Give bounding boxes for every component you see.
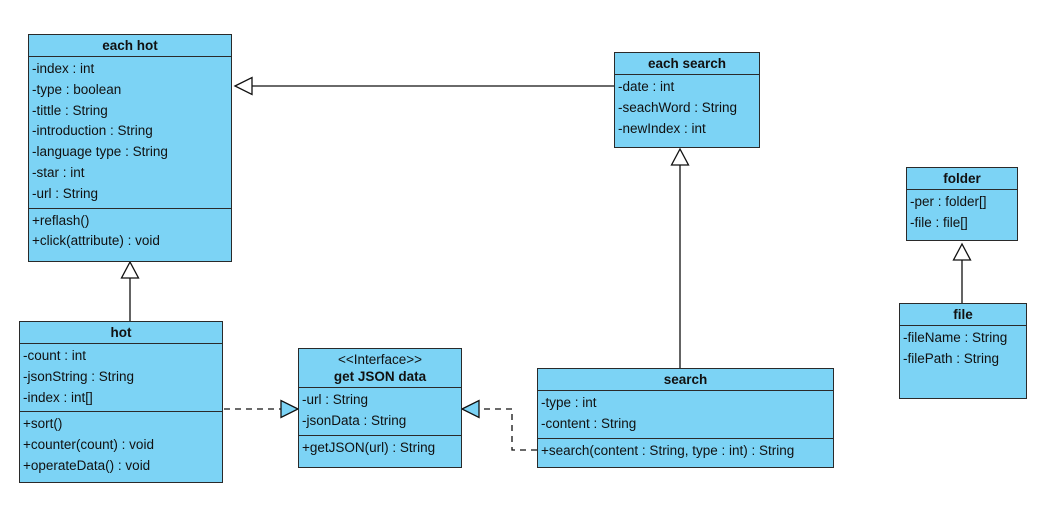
stereotype-label: <<Interface>> bbox=[337, 352, 423, 367]
operation: +sort() bbox=[23, 416, 63, 432]
class-name: file bbox=[900, 304, 1026, 326]
attribute: -jsonData : String bbox=[302, 412, 407, 428]
class-each-search[interactable]: each search -date : int -seachWord : Str… bbox=[614, 52, 760, 148]
operations-section: +getJSON(url) : String bbox=[299, 436, 461, 462]
attribute: -fileName : String bbox=[903, 330, 1008, 345]
generalization-search-to-each-search bbox=[670, 147, 690, 368]
operations-section: +search(content : String, type : int) : … bbox=[538, 439, 833, 465]
generalization-hot-to-each-hot bbox=[120, 260, 140, 321]
attribute: -seachWord : String bbox=[618, 99, 738, 115]
operation: +click(attribute) : void bbox=[32, 233, 160, 249]
interface-get-json-data[interactable]: <<Interface>> get JSON data -url : Strin… bbox=[298, 348, 462, 468]
attribute: -introduction : String bbox=[32, 123, 153, 139]
generalization-file-to-folder bbox=[952, 242, 972, 303]
attributes-section: -index : int -type : boolean -tittle : S… bbox=[29, 57, 231, 209]
class-folder[interactable]: folder -per : folder[] -file : file[] bbox=[906, 167, 1018, 241]
attribute: -star : int bbox=[32, 164, 85, 180]
class-name: folder bbox=[907, 168, 1017, 190]
attribute: -jsonString : String bbox=[23, 368, 135, 384]
attributes-section: -type : int -content : String bbox=[538, 391, 833, 439]
class-name: each hot bbox=[29, 35, 231, 57]
interface-name: get JSON data bbox=[333, 369, 427, 384]
attribute: -type : boolean bbox=[32, 81, 122, 97]
attributes-section: -count : int -jsonString : String -index… bbox=[20, 344, 222, 413]
operations-section: +sort() +counter(count) : void +operateD… bbox=[20, 412, 222, 479]
attribute: -newIndex : int bbox=[618, 120, 706, 136]
attribute: -content : String bbox=[541, 415, 637, 431]
class-name: search bbox=[538, 369, 833, 391]
attribute: -url : String bbox=[32, 185, 99, 201]
attribute: -per : folder[] bbox=[910, 194, 987, 209]
class-each-hot[interactable]: each hot -index : int -type : boolean -t… bbox=[28, 34, 232, 262]
attribute: -index : int[] bbox=[23, 389, 93, 405]
generalization-each-search-to-each-hot bbox=[233, 76, 614, 96]
attribute: -tittle : String bbox=[32, 102, 108, 118]
realization-search-to-get-json-data bbox=[460, 399, 537, 451]
operations-section: +reflash() +click(attribute) : void bbox=[29, 209, 231, 256]
realization-hot-to-get-json-data bbox=[224, 399, 300, 419]
attribute: -type : int bbox=[541, 395, 597, 410]
operation: +search(content : String, type : int) : … bbox=[541, 442, 795, 458]
attribute: -count : int bbox=[23, 348, 87, 363]
operation: +reflash() bbox=[32, 212, 90, 228]
attributes-section: -per : folder[] -file : file[] bbox=[907, 190, 1017, 237]
attribute: -file : file[] bbox=[910, 214, 968, 230]
operation: +counter(count) : void bbox=[23, 437, 154, 453]
class-name: each search bbox=[615, 53, 759, 75]
operation: +operateData() : void bbox=[23, 457, 151, 473]
class-search[interactable]: search -type : int -content : String +se… bbox=[537, 368, 834, 468]
class-file[interactable]: file -fileName : String -filePath : Stri… bbox=[899, 303, 1027, 399]
class-hot[interactable]: hot -count : int -jsonString : String -i… bbox=[19, 321, 223, 483]
attribute: -index : int bbox=[32, 61, 95, 76]
attributes-section: -date : int -seachWord : String -newInde… bbox=[615, 75, 759, 142]
attributes-section: -url : String -jsonData : String bbox=[299, 388, 461, 436]
attributes-section: -fileName : String -filePath : String bbox=[900, 326, 1026, 373]
attribute: -language type : String bbox=[32, 144, 168, 160]
attribute: -filePath : String bbox=[903, 350, 1000, 366]
attribute: -date : int bbox=[618, 79, 675, 94]
class-name: hot bbox=[20, 322, 222, 344]
class-name: <<Interface>> get JSON data bbox=[299, 349, 461, 388]
operation: +getJSON(url) : String bbox=[302, 439, 436, 455]
attribute: -url : String bbox=[302, 392, 369, 407]
